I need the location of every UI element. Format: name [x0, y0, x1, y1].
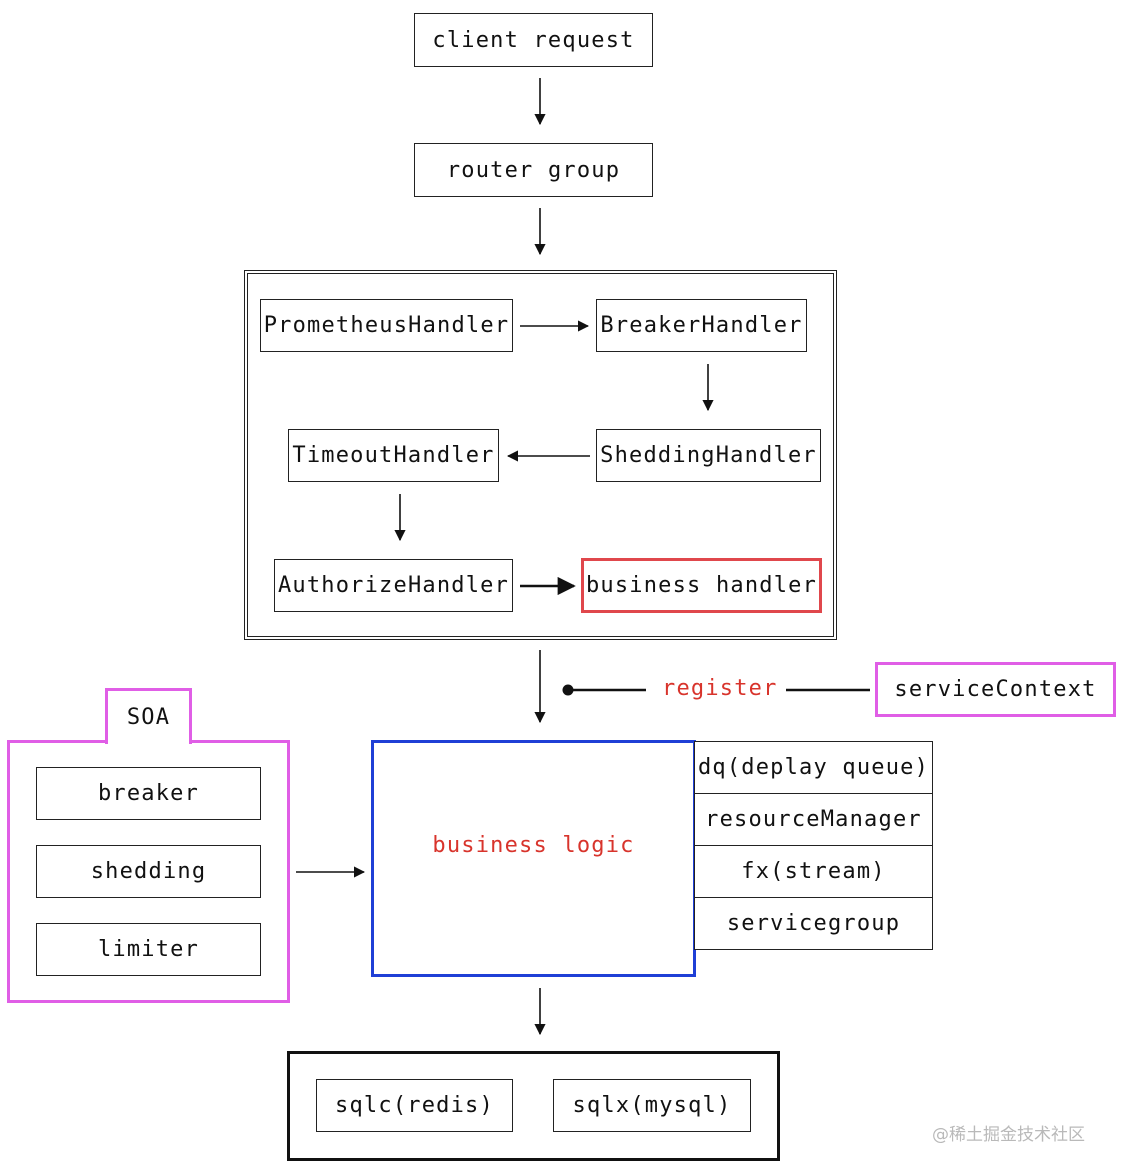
- business-logic-node: business logic: [371, 740, 696, 977]
- timeout-handler-node: TimeoutHandler: [288, 429, 499, 482]
- component-dq: dq(deplay queue): [694, 741, 933, 794]
- business-logic-label: business logic: [432, 833, 635, 858]
- prometheus-handler-node: PrometheusHandler: [260, 299, 513, 352]
- prometheus-handler-label: PrometheusHandler: [263, 313, 510, 338]
- authorize-handler-label: AuthorizeHandler: [277, 573, 510, 598]
- component-resource-manager-label: resourceManager: [705, 807, 922, 832]
- router-group-node: router group: [414, 143, 653, 197]
- service-context-label: serviceContext: [894, 677, 1097, 702]
- business-handler-label: business handler: [585, 573, 818, 598]
- component-resource-manager: resourceManager: [694, 793, 933, 846]
- client-request-node: client request: [414, 13, 653, 67]
- soa-item-shedding: shedding: [36, 845, 261, 898]
- soa-tab-label: SOA: [126, 705, 171, 730]
- soa-tab: SOA: [105, 688, 192, 744]
- soa-item-limiter: limiter: [36, 923, 261, 976]
- router-group-label: router group: [446, 157, 621, 183]
- timeout-handler-label: TimeoutHandler: [292, 443, 495, 468]
- storage-frame: [287, 1051, 780, 1161]
- component-dq-label: dq(deplay queue): [697, 755, 930, 780]
- storage-sqlx-mysql: sqlx(mysql): [553, 1079, 751, 1132]
- register-label: register: [662, 676, 778, 701]
- middleware-chain-frame: [244, 270, 837, 640]
- breaker-handler-node: BreakerHandler: [596, 299, 807, 352]
- shedding-handler-node: SheddingHandler: [596, 429, 821, 482]
- storage-sqlx-mysql-label: sqlx(mysql): [572, 1093, 732, 1118]
- storage-sqlc-redis: sqlc(redis): [316, 1079, 513, 1132]
- breaker-handler-label: BreakerHandler: [600, 313, 803, 338]
- component-servicegroup-label: servicegroup: [726, 911, 901, 936]
- storage-sqlc-redis-label: sqlc(redis): [335, 1093, 494, 1118]
- service-context-node: serviceContext: [875, 662, 1116, 717]
- watermark: @稀土掘金技术社区: [932, 1125, 1085, 1145]
- soa-item-breaker-label: breaker: [97, 781, 200, 806]
- soa-item-limiter-label: limiter: [97, 937, 200, 962]
- soa-item-shedding-label: shedding: [90, 859, 207, 884]
- component-fx-stream-label: fx(stream): [741, 859, 886, 884]
- authorize-handler-node: AuthorizeHandler: [274, 559, 513, 612]
- component-servicegroup: servicegroup: [694, 897, 933, 950]
- client-request-label: client request: [432, 27, 635, 53]
- shedding-handler-label: SheddingHandler: [600, 443, 817, 468]
- soa-item-breaker: breaker: [36, 767, 261, 820]
- business-handler-node: business handler: [581, 558, 822, 613]
- component-fx-stream: fx(stream): [694, 845, 933, 898]
